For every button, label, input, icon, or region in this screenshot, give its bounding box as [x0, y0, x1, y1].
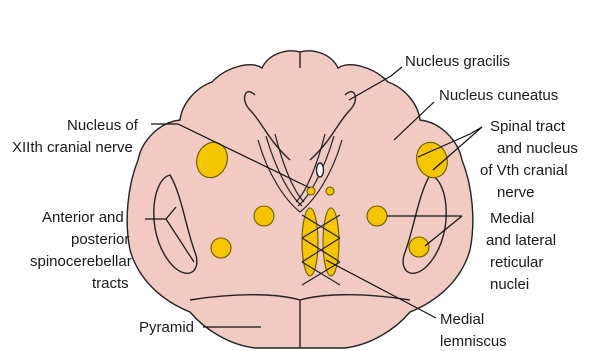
central-canal [317, 163, 324, 177]
label-nucleus-cuneatus: Nucleus cuneatus [439, 87, 558, 104]
label-spinocerebellar-line-2: posterior [71, 231, 129, 248]
label-spinal-tract-line-1: Spinal tract [490, 118, 566, 135]
label-spinal-tract-line-4: nerve [497, 184, 535, 201]
label-spinocerebellar-line-4: tracts [92, 275, 129, 292]
label-pyramid: Pyramid [139, 319, 194, 336]
label-nucleus-xii-line-2: XIIth cranial nerve [12, 139, 133, 156]
label-medial-lemniscus-line-1: Medial [440, 311, 484, 328]
hypoglossal-nucleus-right [326, 187, 334, 195]
reticular-nucleus-lateral-left [211, 238, 231, 258]
label-nucleus-xii-line-1: Nucleus of [67, 117, 139, 134]
medial-lemniscus-left [302, 208, 318, 276]
label-reticular-line-2: and lateral [486, 232, 556, 249]
label-spinal-tract-line-2: and nucleus [497, 140, 578, 157]
label-spinal-tract-line-3: of Vth cranial [480, 162, 568, 179]
label-medial-lemniscus-line-2: lemniscus [440, 333, 507, 350]
reticular-nucleus-medial-right [367, 206, 387, 226]
reticular-nucleus-lateral-right [409, 237, 429, 257]
label-reticular-line-3: reticular [490, 254, 543, 271]
reticular-nucleus-medial-left [254, 206, 274, 226]
label-nucleus-gracilis: Nucleus gracilis [405, 53, 510, 70]
hypoglossal-nucleus-left [307, 187, 315, 195]
label-reticular-line-1: Medial [490, 210, 534, 227]
label-spinocerebellar-line-1: Anterior and [42, 209, 124, 226]
label-reticular-line-4: nuclei [490, 276, 529, 293]
label-spinocerebellar-line-3: spinocerebellar [30, 253, 132, 270]
